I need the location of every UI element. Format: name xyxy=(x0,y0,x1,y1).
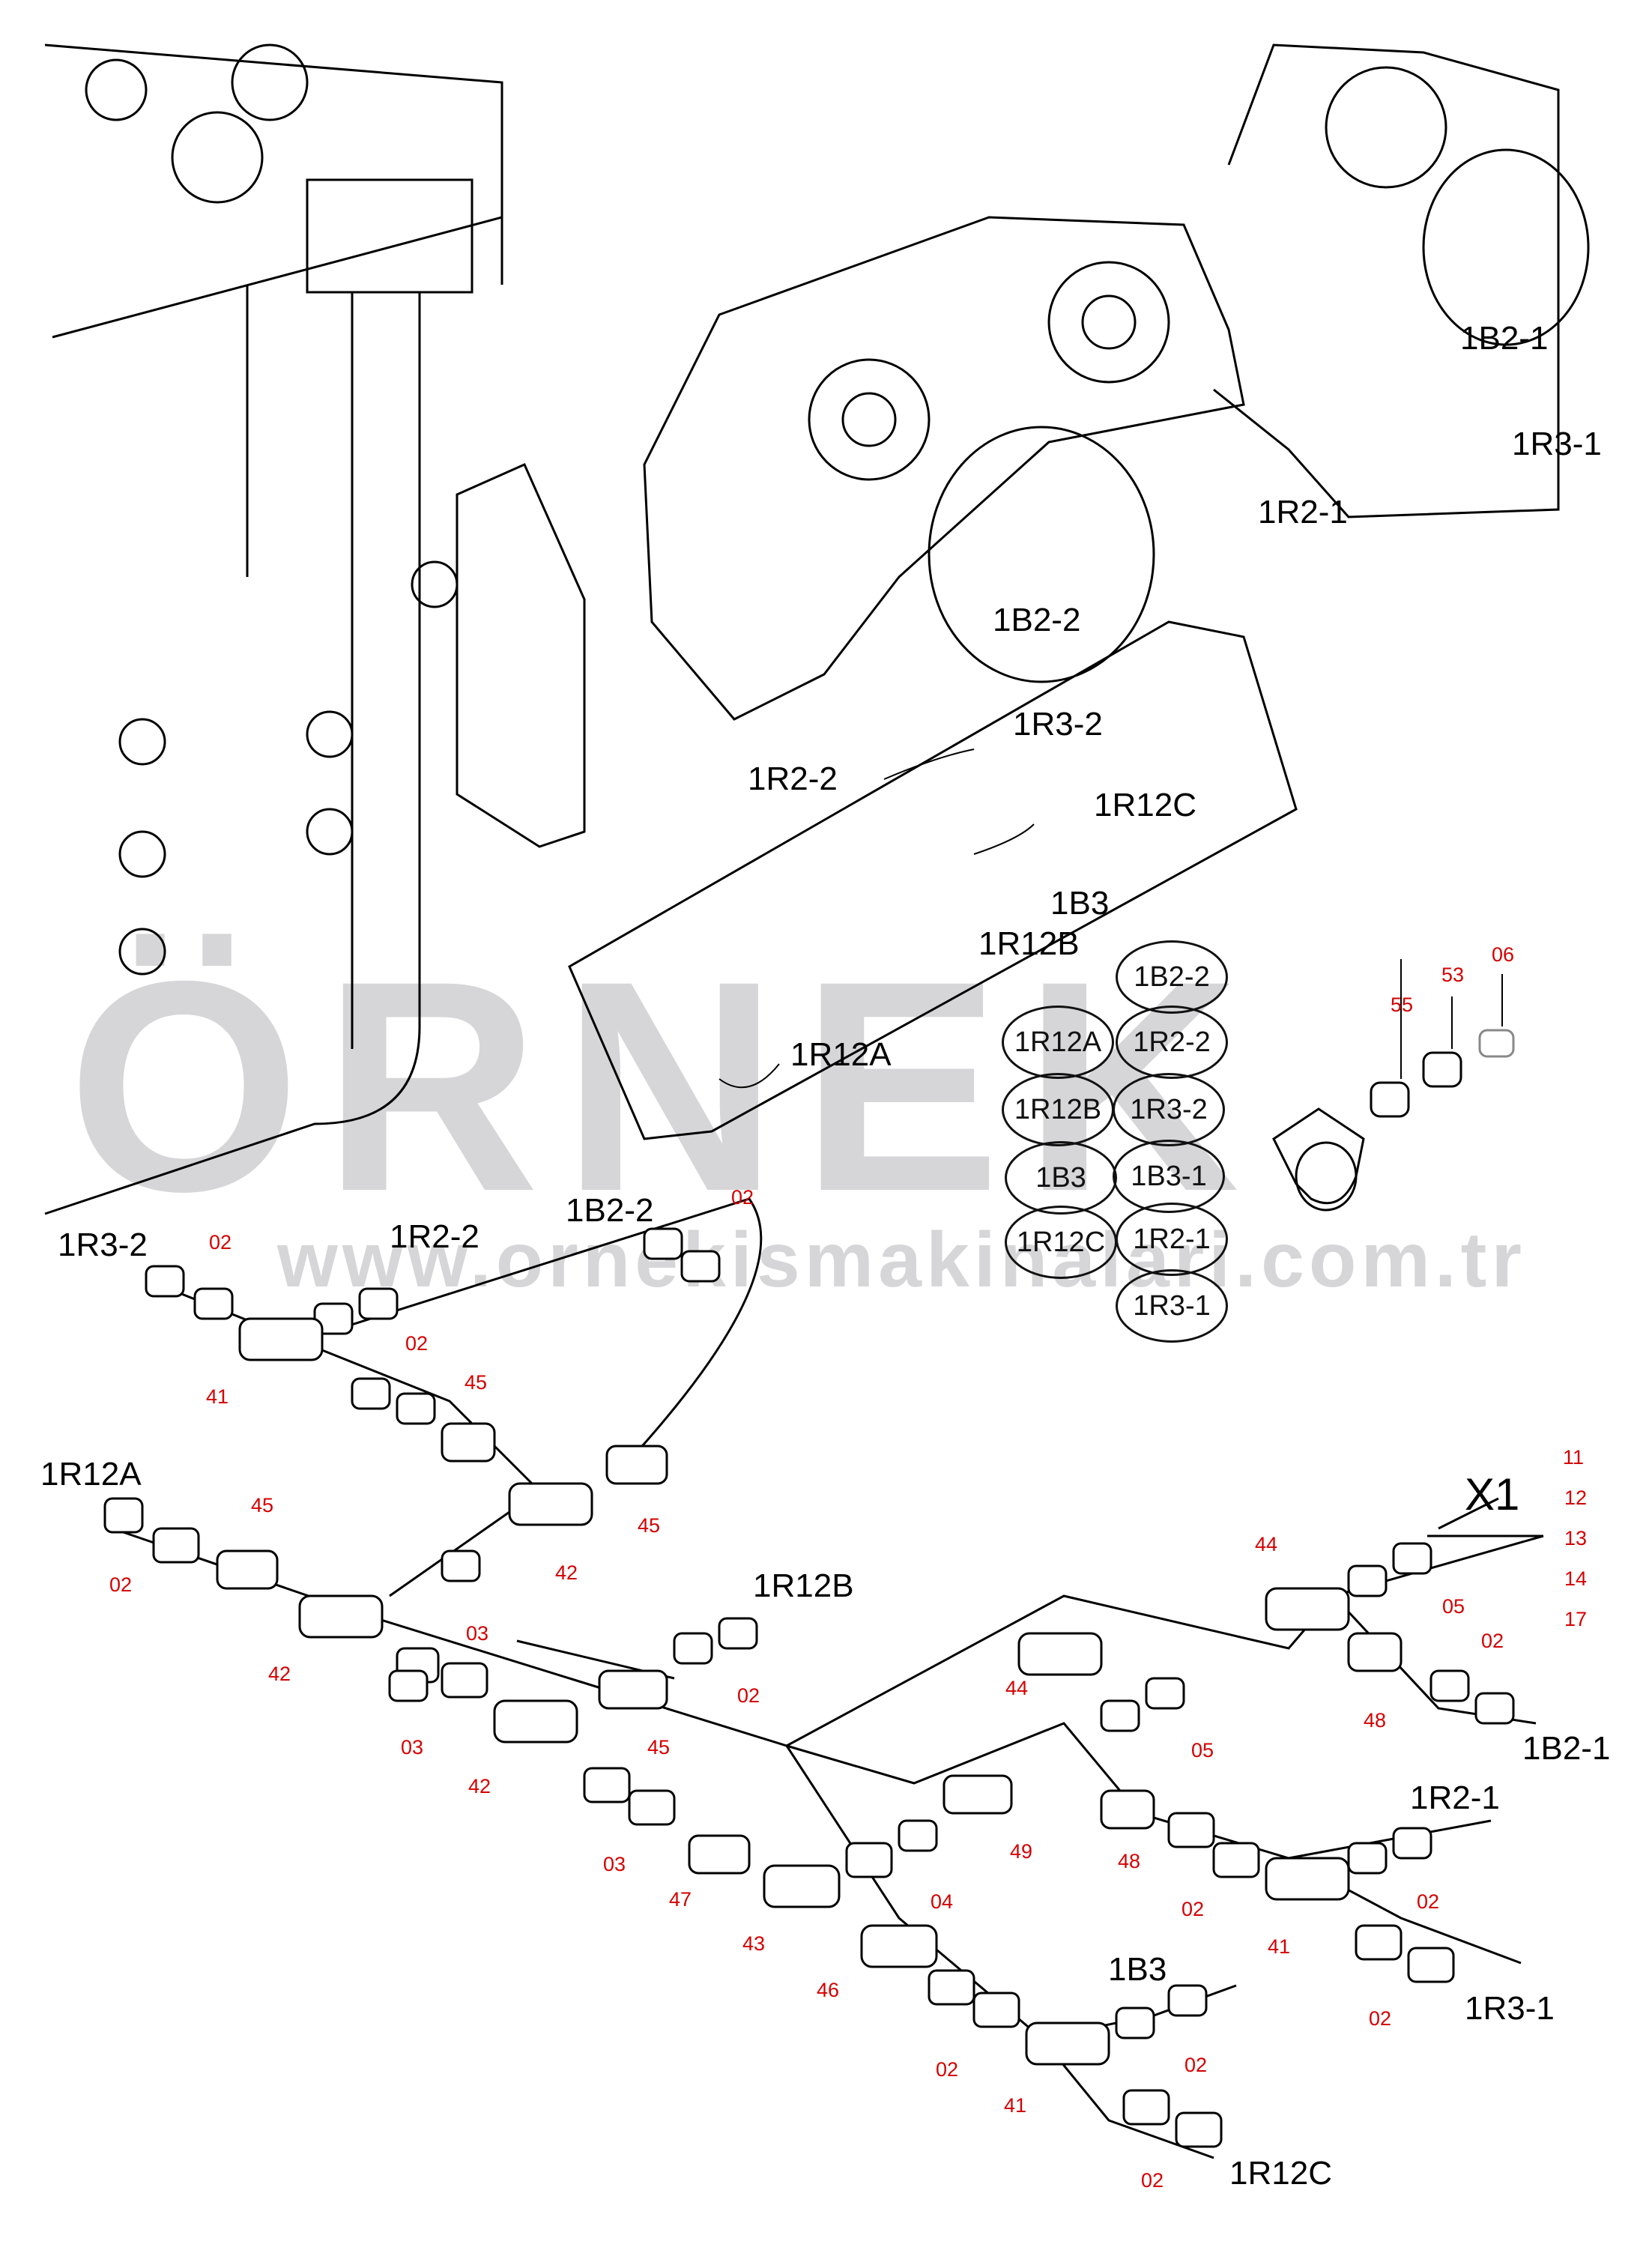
machine-frame xyxy=(44,43,586,1215)
location-label: 1B2-1 xyxy=(1522,1730,1611,1767)
part-number: 49 xyxy=(1010,1840,1033,1863)
part-number: 02 xyxy=(1181,1898,1205,1920)
location-label: 1R2-2 xyxy=(390,1218,479,1255)
part-number: 03 xyxy=(466,1622,489,1645)
watermark-url: www.ornekismakinalari.com.tr xyxy=(277,1217,1526,1304)
part-number: 02 xyxy=(936,2058,959,2081)
part-number: 05 xyxy=(1442,1595,1465,1618)
location-label: 1R3-2 xyxy=(58,1227,148,1263)
location-label: 1B3 xyxy=(1050,885,1110,922)
location-label: 1R2-2 xyxy=(748,760,838,797)
location-label: 1R3-2 xyxy=(1013,706,1103,743)
part-number: 02 xyxy=(1417,1890,1440,1913)
legend-ellipse: 1R12A xyxy=(1002,1006,1114,1079)
connector-pin: 13 xyxy=(1564,1527,1588,1549)
sensor-hoses xyxy=(718,749,1035,1089)
part-number: 53 xyxy=(1441,964,1465,986)
part-number: 02 xyxy=(1369,2007,1392,2030)
connector-fittings xyxy=(103,1227,1515,2148)
connector-pin: 11 xyxy=(1563,1446,1585,1469)
connector-pin: 12 xyxy=(1564,1487,1588,1509)
location-label: 1R12B xyxy=(978,925,1080,962)
location-label: 1B3 xyxy=(1108,1951,1167,1988)
harness-network xyxy=(112,1197,1544,2159)
part-number: 41 xyxy=(1268,1935,1291,1958)
detail-elbow-fitting xyxy=(1272,959,1515,1212)
location-label: 1R2-1 xyxy=(1410,1779,1500,1816)
part-number: 02 xyxy=(1141,2169,1164,2192)
location-label: 1R3-1 xyxy=(1512,426,1602,462)
part-number: 55 xyxy=(1391,994,1414,1016)
part-number: 43 xyxy=(742,1932,766,1955)
part-number: 45 xyxy=(251,1494,274,1516)
part-number: 41 xyxy=(1004,2094,1027,2117)
part-number: 05 xyxy=(1191,1739,1214,1762)
legend-ellipse: 1R12C xyxy=(1005,1206,1117,1279)
part-number: 48 xyxy=(1118,1850,1141,1872)
part-number: 41 xyxy=(206,1385,229,1408)
location-label: 1B2-1 xyxy=(1460,320,1549,357)
part-number: 04 xyxy=(931,1890,954,1913)
part-number: 46 xyxy=(817,1979,840,2001)
part-number: 02 xyxy=(209,1231,232,1254)
location-label: 1R2-1 xyxy=(1258,494,1348,530)
legend-ellipse: 1R3-1 xyxy=(1116,1269,1228,1343)
location-label: 1R12C xyxy=(1094,787,1196,823)
gearbox-housing xyxy=(568,43,1590,1140)
part-number: 02 xyxy=(405,1332,429,1355)
part-number: 03 xyxy=(603,1853,626,1875)
part-number: 02 xyxy=(1481,1630,1504,1652)
part-number: 02 xyxy=(109,1573,133,1596)
location-label: 1R12C xyxy=(1229,2155,1332,2192)
part-number: 42 xyxy=(555,1561,578,1584)
part-number: 47 xyxy=(669,1888,692,1911)
legend-ellipse: 1B2-2 xyxy=(1116,940,1228,1014)
part-number: 03 xyxy=(401,1736,424,1759)
legend-ellipse: 1R2-1 xyxy=(1116,1203,1228,1276)
location-label: 1R3-1 xyxy=(1465,1990,1555,2027)
part-number: 44 xyxy=(1005,1677,1029,1699)
part-number: 42 xyxy=(268,1663,291,1685)
legend-ellipse: 1R3-2 xyxy=(1113,1073,1225,1146)
location-label: 1R12A xyxy=(40,1456,142,1493)
location-label: 1R12A xyxy=(790,1036,892,1073)
part-number: 06 xyxy=(1492,943,1515,966)
location-label: 1B2-2 xyxy=(566,1192,654,1229)
part-number: 45 xyxy=(647,1736,671,1759)
location-label: 1R12B xyxy=(753,1567,854,1604)
part-number: 45 xyxy=(638,1514,661,1537)
part-number: 42 xyxy=(468,1775,491,1797)
connector-pin: 17 xyxy=(1564,1608,1588,1630)
part-number: 48 xyxy=(1364,1709,1387,1732)
part-number: 45 xyxy=(465,1371,488,1394)
part-number: 44 xyxy=(1255,1533,1278,1555)
legend-ellipse: 1B3 xyxy=(1005,1141,1117,1215)
connector-x1-label: X1 xyxy=(1465,1469,1520,1519)
part-number: 02 xyxy=(1184,2054,1208,2076)
legend-ellipse: 1R2-2 xyxy=(1116,1006,1228,1079)
part-number: 02 xyxy=(737,1684,760,1707)
connector-pin: 14 xyxy=(1564,1567,1588,1590)
part-number: 02 xyxy=(731,1186,754,1209)
legend-ellipse: 1R12B xyxy=(1002,1073,1114,1146)
location-label: 1B2-2 xyxy=(993,602,1081,638)
